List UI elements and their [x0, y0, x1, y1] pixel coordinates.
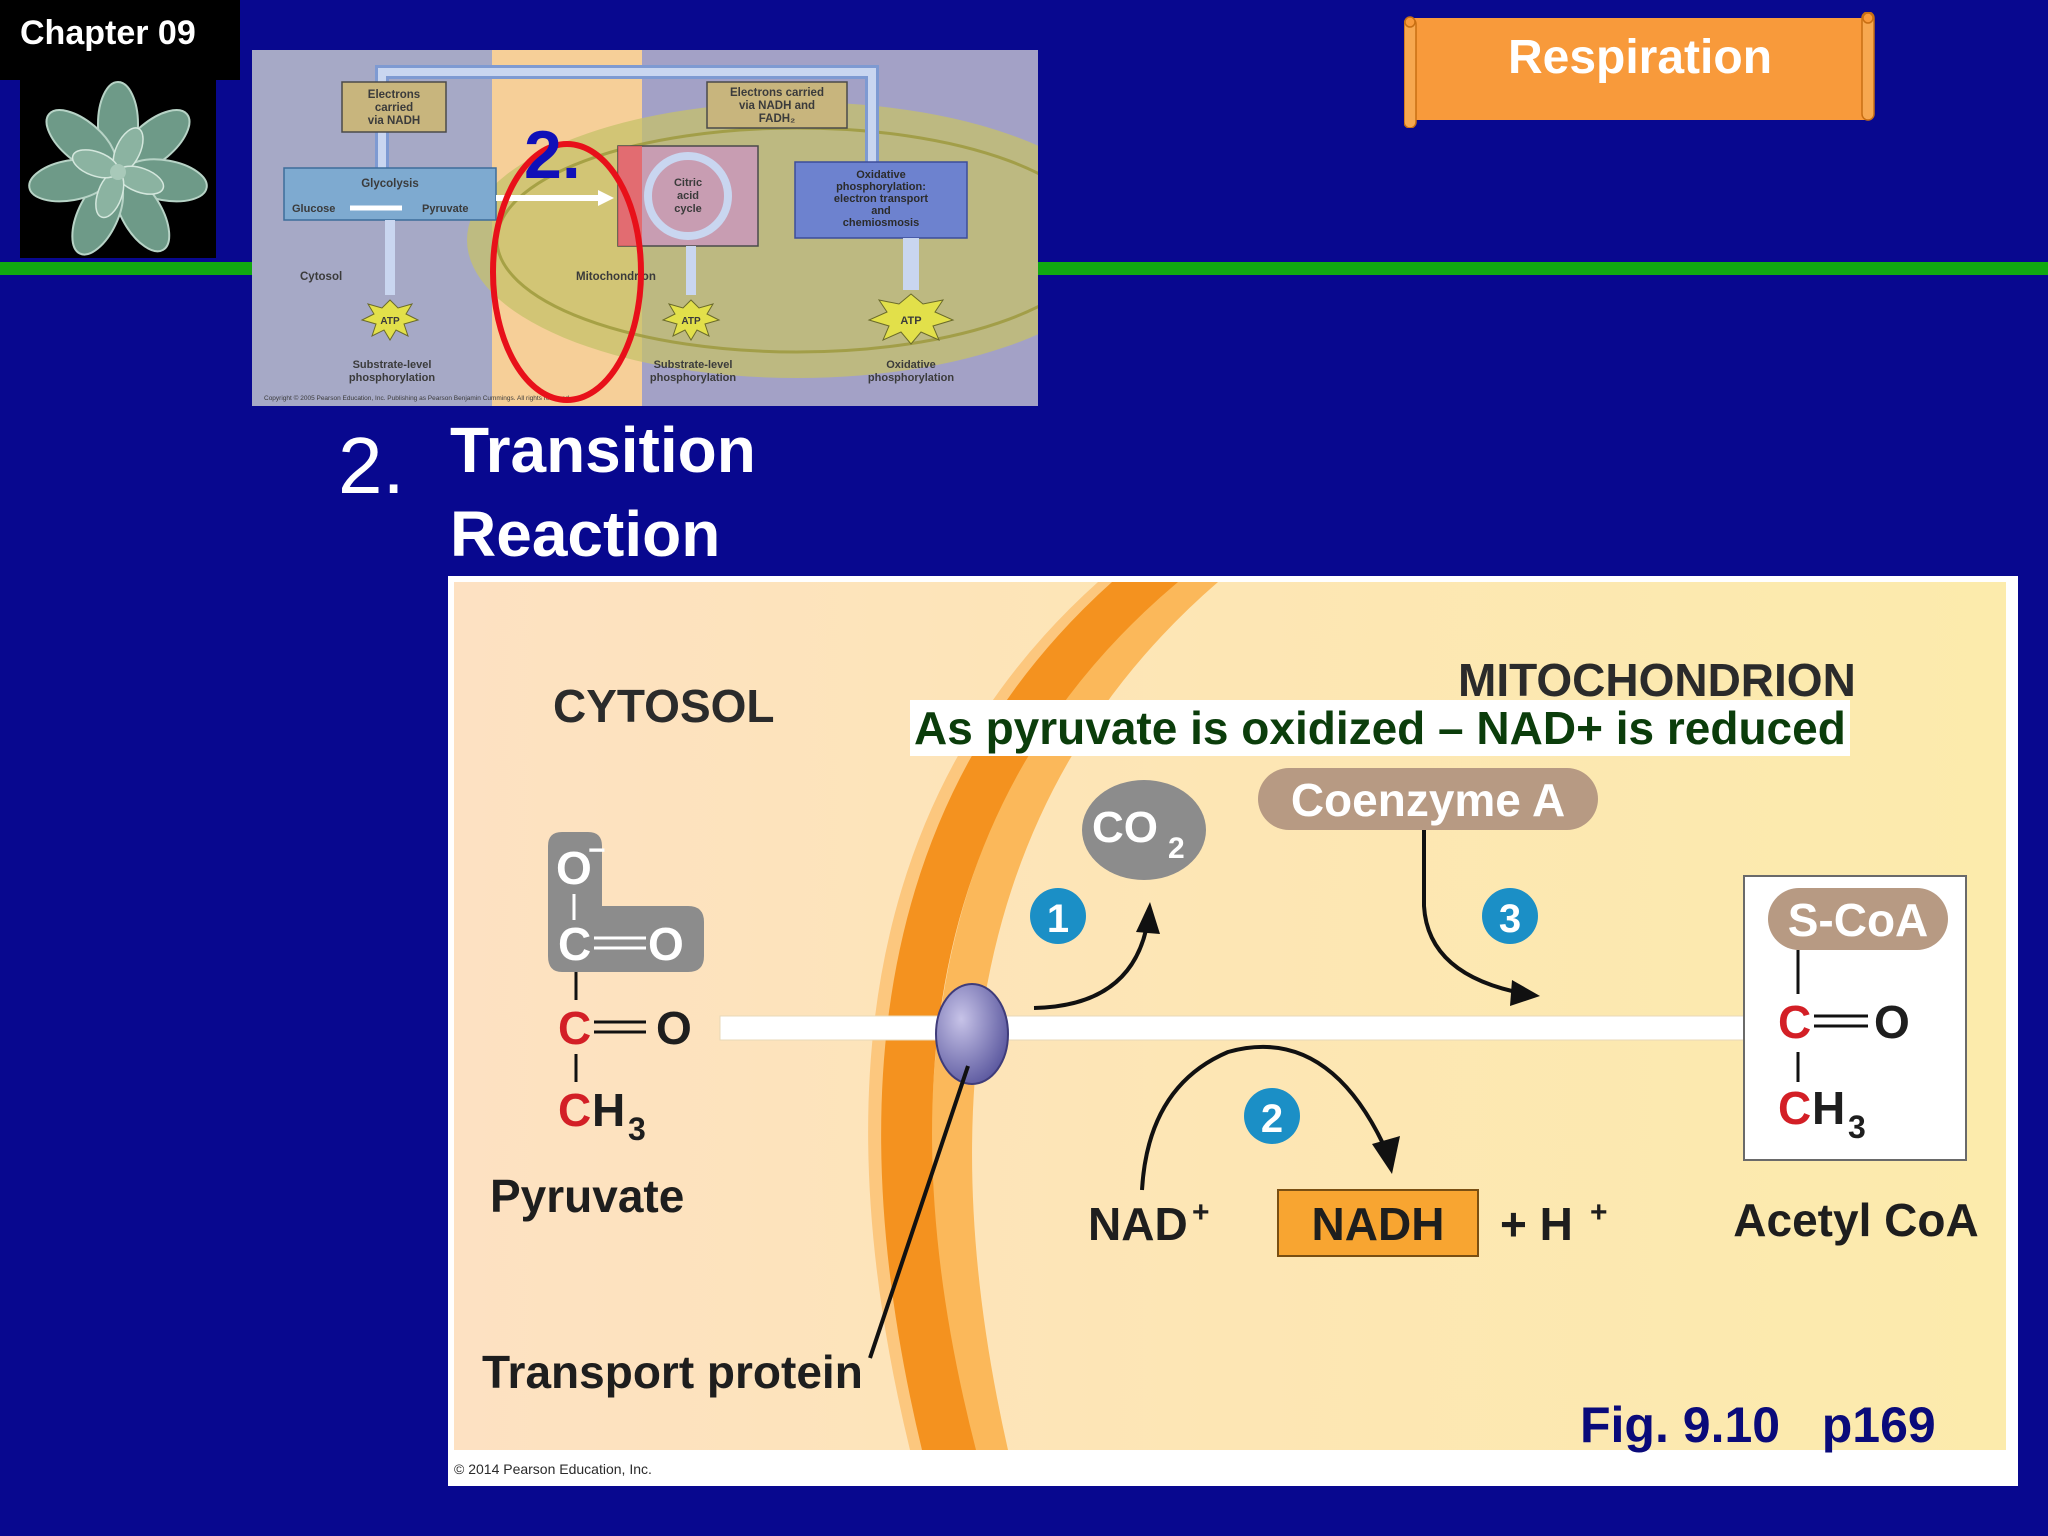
- svg-text:3: 3: [1499, 897, 1521, 941]
- section-banner: [1404, 12, 1875, 128]
- step-number: 2.: [338, 421, 405, 510]
- svg-text:CO: CO: [1092, 803, 1158, 852]
- chapter-tab: Chapter 09: [0, 0, 240, 80]
- svg-text:NADH: NADH: [1312, 1198, 1445, 1250]
- step-2-marker: [1244, 1088, 1300, 1144]
- svg-text:Pyruvate: Pyruvate: [490, 1170, 684, 1222]
- svg-text:FADH₂: FADH₂: [759, 113, 795, 125]
- svg-text:NAD: NAD: [1088, 1198, 1188, 1250]
- svg-text:Substrate-level: Substrate-level: [654, 359, 733, 371]
- outer-membrane: [931, 582, 1218, 1450]
- step-1-marker: [1030, 888, 1086, 944]
- atp-starburst: [661, 299, 721, 341]
- co2-bubble: [1082, 780, 1206, 880]
- svg-text:phosphorylation: phosphorylation: [349, 372, 435, 384]
- svg-text:Oxidative: Oxidative: [886, 359, 936, 371]
- svg-text:O: O: [656, 1002, 692, 1054]
- svg-text:Copyright © 2005 Pearson Educa: Copyright © 2005 Pearson Education, Inc.…: [264, 394, 571, 402]
- svg-text:2: 2: [1261, 1097, 1283, 1141]
- svg-text:Substrate-level: Substrate-level: [353, 359, 432, 371]
- svg-text:ATP: ATP: [900, 315, 921, 327]
- svg-text:carried: carried: [375, 102, 413, 114]
- section-title: Respiration: [1507, 31, 1773, 84]
- respiration-overview-diagram: Electrons carried via NADH Electrons car…: [252, 50, 1127, 406]
- svg-text:Citric: Citric: [674, 177, 702, 189]
- svg-text:© 2014 Pearson Education, Inc.: © 2014 Pearson Education, Inc.: [454, 1461, 652, 1477]
- highlight-circle: [490, 141, 644, 403]
- svg-text:Acetyl CoA: Acetyl CoA: [1733, 1194, 1978, 1246]
- svg-text:and: and: [871, 205, 891, 217]
- svg-text:phosphorylation:: phosphorylation:: [836, 181, 926, 193]
- svg-text:1: 1: [1047, 897, 1069, 941]
- svg-text:phosphorylation: phosphorylation: [650, 372, 736, 384]
- svg-text:MITOCHONDRION: MITOCHONDRION: [1458, 654, 1856, 706]
- nadh-box: [1277, 1189, 1479, 1257]
- svg-text:O: O: [556, 842, 592, 894]
- svg-text:Oxidative: Oxidative: [856, 169, 906, 181]
- svg-text:H: H: [592, 1084, 625, 1136]
- step-marker: 2.: [524, 117, 581, 193]
- svg-text:3: 3: [628, 1111, 646, 1147]
- svg-text:3: 3: [1848, 1109, 1866, 1145]
- svg-text:Electrons: Electrons: [368, 89, 420, 101]
- svg-text:cycle: cycle: [674, 203, 702, 215]
- svg-text:Mitochondrion: Mitochondrion: [576, 271, 656, 283]
- svg-text:O: O: [1874, 996, 1910, 1048]
- figure-caption: As pyruvate is oxidized – NAD+ is reduce…: [910, 700, 1850, 756]
- atp-starburst: [867, 293, 955, 345]
- step-title-line1: Transition: [450, 414, 756, 486]
- transport-protein-pointer: [868, 1065, 970, 1359]
- svg-text:C: C: [1778, 1082, 1811, 1134]
- electrons-nadh-box: [341, 81, 447, 133]
- svg-text:phosphorylation: phosphorylation: [868, 372, 954, 384]
- glycolysis-box: [283, 167, 497, 221]
- svg-text:Cytosol: Cytosol: [300, 271, 342, 283]
- step-title: Transition Reaction: [450, 408, 756, 576]
- svg-text:Pyruvate: Pyruvate: [422, 203, 468, 215]
- svg-text:Glucose: Glucose: [292, 203, 335, 215]
- svg-text:Electrons carried: Electrons carried: [730, 87, 824, 99]
- step-3-marker: [1482, 888, 1538, 944]
- svg-text:acid: acid: [677, 190, 699, 202]
- svg-text:C: C: [558, 1002, 591, 1054]
- svg-text:Coenzyme A: Coenzyme A: [1291, 774, 1565, 826]
- svg-text:via NADH: via NADH: [368, 115, 420, 127]
- svg-text:Transport protein: Transport protein: [482, 1346, 863, 1398]
- svg-text:C: C: [558, 918, 591, 970]
- svg-text:Glycolysis: Glycolysis: [361, 178, 419, 190]
- svg-text:−: −: [588, 834, 606, 867]
- s-coa-label: [1768, 888, 1948, 950]
- coenzyme-a-label: [1258, 768, 1598, 830]
- svg-text:ATP: ATP: [380, 316, 400, 327]
- svg-text:via NADH and: via NADH and: [739, 100, 815, 112]
- svg-text:2: 2: [1168, 832, 1185, 865]
- svg-text:C: C: [558, 1084, 591, 1136]
- atp-starburst: [360, 299, 420, 341]
- step-title-line2: Reaction: [450, 498, 721, 570]
- transport-protein-shape: [935, 983, 1009, 1085]
- svg-text:S-CoA: S-CoA: [1788, 894, 1929, 946]
- succulent-plant-image: [20, 80, 216, 258]
- svg-text:chemiosmosis: chemiosmosis: [843, 217, 919, 229]
- oxidative-phosphorylation-box: [794, 161, 968, 239]
- svg-text:C: C: [1778, 996, 1811, 1048]
- figure-reference: Fig. 9.10 p169: [1580, 1397, 1936, 1453]
- svg-text:H: H: [1812, 1082, 1845, 1134]
- svg-text:CYTOSOL: CYTOSOL: [553, 680, 775, 732]
- svg-text:electron transport: electron transport: [834, 193, 928, 205]
- carboxyl-group-highlight: [548, 832, 704, 972]
- svg-text:+: +: [1192, 1196, 1210, 1229]
- svg-text:ATP: ATP: [681, 316, 701, 327]
- electrons-nadh-fadh-box: [706, 81, 848, 129]
- svg-text:+: +: [1590, 1196, 1608, 1229]
- svg-text:O: O: [648, 918, 684, 970]
- svg-text:+ H: + H: [1500, 1198, 1573, 1250]
